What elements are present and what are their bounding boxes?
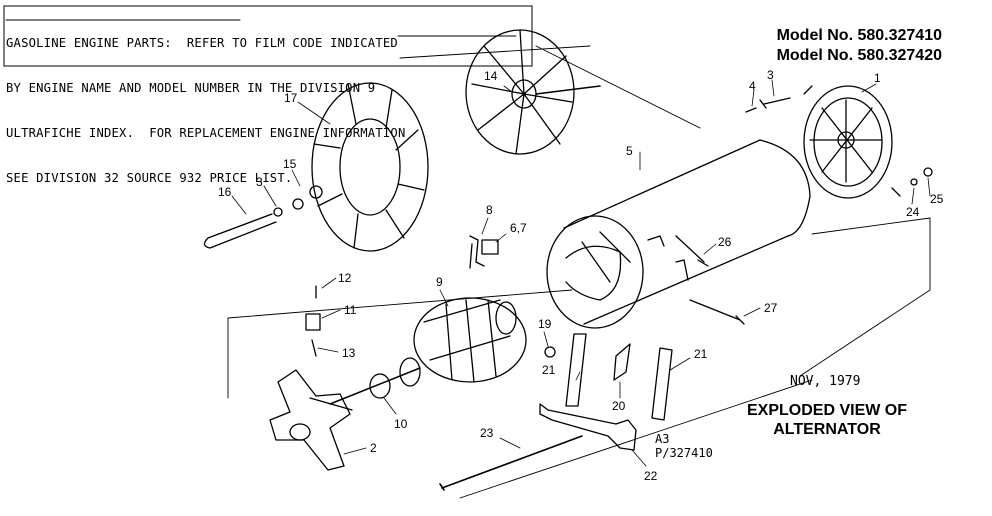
screw-3 [759, 97, 791, 109]
title-line-1: EXPLODED VIEW OF [746, 402, 907, 419]
assembly-line-bottom [459, 379, 813, 499]
part-label-25: 25 [930, 192, 944, 206]
model-number-2: Model No. 580.327420 [776, 47, 942, 64]
part-label-6-7: 6,7 [510, 221, 527, 235]
part-label-24: 24 [906, 205, 920, 219]
assembly-line-left [227, 289, 573, 399]
screw-27 [689, 299, 745, 325]
note-line-3: ULTRAFICHE INDEX. FOR REPLACEMENT ENGINE… [6, 126, 406, 140]
through-bolt [203, 213, 277, 249]
part-label-2: 2 [370, 441, 377, 455]
base-bracket [539, 403, 637, 451]
lock-washer-3 [273, 207, 283, 217]
note-box [3, 5, 533, 67]
reference-line-2: P/327410 [655, 446, 713, 460]
end-bell [803, 85, 901, 199]
part-label-5: 5 [626, 144, 633, 158]
note-line-1: GASOLINE ENGINE PARTS: REFER TO FILM COD… [6, 36, 398, 50]
bearing [369, 373, 391, 399]
washer-15b [292, 198, 304, 210]
clip-20 [613, 343, 631, 381]
part-label-11: 11 [344, 303, 357, 317]
drawing-reference: A3 P/327410 [655, 432, 713, 460]
part-label-21-right: 21 [694, 347, 708, 361]
note-line-4: SEE DIVISION 32 SOURCE 932 PRICE LIST. [6, 171, 293, 185]
part-label-21-left: 21 [542, 363, 556, 377]
part-label-3-left: 3 [256, 175, 263, 189]
part-label-22: 22 [644, 469, 658, 483]
model-number-1: Model No. 580.327410 [776, 27, 942, 44]
part-label-9: 9 [436, 275, 443, 289]
part-label-14: 14 [484, 69, 498, 83]
part-label-17: 17 [284, 91, 298, 105]
part-label-1: 1 [874, 71, 881, 85]
header-note: GASOLINE ENGINE PARTS: REFER TO FILM COD… [6, 6, 566, 216]
bracket-8 [469, 235, 485, 269]
strap-21-left [565, 333, 587, 407]
long-bolt [439, 435, 583, 491]
shroud-ring [311, 82, 429, 252]
part-label-12: 12 [338, 271, 352, 285]
spring-13 [311, 339, 317, 357]
part-label-27: 27 [764, 301, 778, 315]
rotor [329, 297, 527, 405]
note-line-2: BY ENGINE NAME AND MODEL NUMBER IN THE D… [6, 81, 376, 95]
reference-line-1: A3 [655, 432, 670, 446]
screw-26 [675, 235, 709, 267]
clip-11 [305, 313, 321, 331]
part-label-23: 23 [480, 426, 494, 440]
washer-19 [544, 346, 556, 358]
assembly-line-right [799, 217, 931, 377]
cooling-fan [465, 29, 601, 155]
leader-lines [231, 79, 931, 467]
note-underline [5, 19, 517, 37]
drawing-date: NOV, 1979 [790, 374, 861, 389]
part-label-8: 8 [486, 203, 493, 217]
brush-6-7 [481, 239, 499, 255]
part-label-16: 16 [218, 185, 232, 199]
nut-25 [923, 167, 933, 177]
strap-21-right [651, 347, 673, 421]
part-label-19: 19 [538, 317, 552, 331]
washer-15 [309, 185, 323, 199]
adapter-hub [269, 369, 353, 471]
washer-24 [910, 178, 918, 186]
part-label-10: 10 [394, 417, 408, 431]
part-label-20: 20 [612, 399, 626, 413]
diagram-title: EXPLODED VIEW OF ALTERNATOR [716, 401, 938, 439]
part-label-3-top: 3 [767, 68, 774, 82]
screw-4 [745, 107, 757, 113]
part-label-13: 13 [342, 346, 356, 360]
assembly-line-top [399, 45, 701, 129]
model-numbers: Model No. 580.327410 Model No. 580.32742… [712, 26, 942, 66]
part-label-4: 4 [749, 79, 756, 93]
title-line-2: ALTERNATOR [773, 421, 881, 438]
stator-housing [546, 139, 811, 329]
part-label-15: 15 [283, 157, 297, 171]
part-label-26: 26 [718, 235, 732, 249]
